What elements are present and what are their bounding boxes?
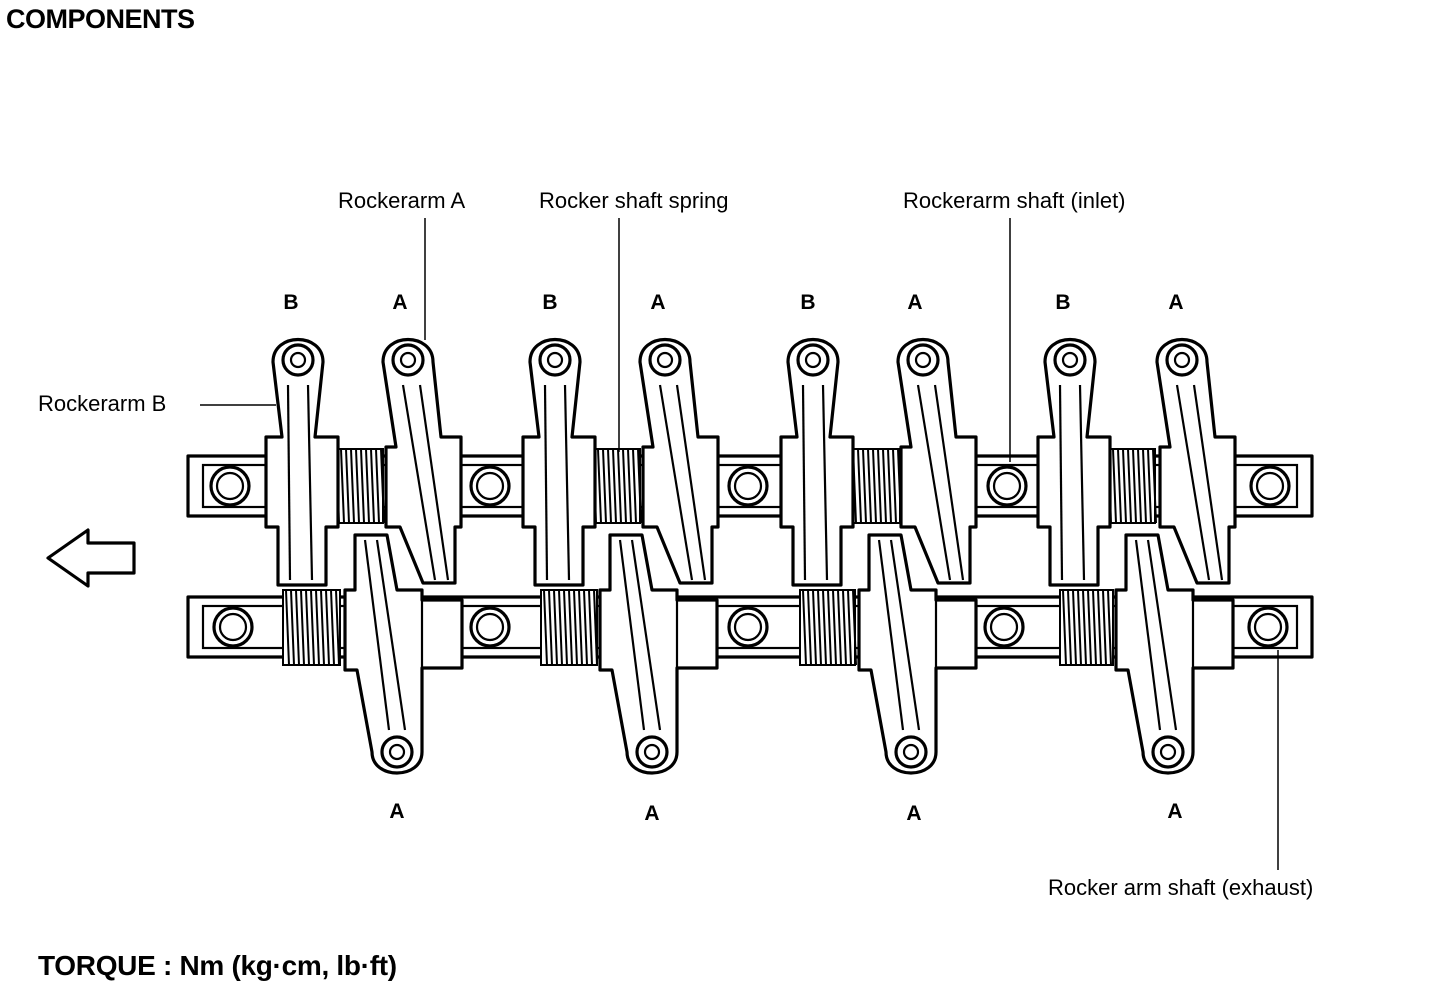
rocker-shaft-spring bbox=[1104, 448, 1157, 524]
top-arm-letter: B bbox=[283, 291, 299, 314]
top-arm-letter: A bbox=[650, 291, 666, 314]
rockerarm-b bbox=[521, 338, 597, 587]
front-direction-arrow-icon bbox=[46, 528, 136, 588]
page-title: COMPONENTS bbox=[6, 4, 195, 34]
rockerarm-a bbox=[896, 338, 978, 585]
rockerarm-b bbox=[779, 338, 855, 587]
shaft-bolt bbox=[727, 606, 769, 648]
rockerarm-a bbox=[1114, 533, 1235, 775]
rockerarm-a bbox=[381, 338, 463, 585]
rocker-shaft-spring bbox=[282, 589, 341, 666]
bottom-arm-letter: A bbox=[906, 802, 922, 825]
bottom-arm-letter: A bbox=[389, 800, 405, 823]
rockerarm-a bbox=[343, 533, 464, 775]
bottom-arm-letter: A bbox=[1167, 800, 1183, 823]
rocker-shaft-spring bbox=[799, 589, 857, 666]
rockerarm-b bbox=[264, 338, 340, 587]
rockerarm-a bbox=[598, 533, 719, 775]
shaft-bolt bbox=[469, 465, 511, 507]
top-arm-letter: B bbox=[800, 291, 816, 314]
top-arm-letter: B bbox=[542, 291, 558, 314]
shaft-bolt bbox=[1247, 606, 1289, 648]
shaft-bolt bbox=[986, 465, 1028, 507]
callout-rocker-arm-shaft-exhaust: Rocker arm shaft (exhaust) bbox=[1048, 875, 1314, 900]
torque-units-note: TORQUE : Nm (kg·cm, lb·ft) bbox=[38, 950, 397, 981]
rockerarm-a bbox=[638, 338, 720, 585]
shaft-bolt bbox=[1249, 465, 1291, 507]
shaft-bolt bbox=[727, 465, 769, 507]
shaft-bolt bbox=[983, 606, 1025, 648]
callout-rocker-shaft-spring: Rocker shaft spring bbox=[539, 188, 729, 213]
rockerarm-b bbox=[1036, 338, 1112, 587]
top-arm-letter: A bbox=[392, 291, 408, 314]
callout-rockerarm-a: Rockerarm A bbox=[338, 188, 466, 213]
shaft-bolt bbox=[209, 465, 251, 507]
rockerarm-a bbox=[857, 533, 978, 775]
shaft-bolt bbox=[469, 606, 511, 648]
shaft-bolt bbox=[212, 606, 254, 648]
rocker-shaft-spring bbox=[849, 448, 902, 524]
rocker-shaft-spring bbox=[589, 448, 642, 524]
callout-rockerarm-shaft-inlet: Rockerarm shaft (inlet) bbox=[903, 188, 1126, 213]
rocker-shaft-spring bbox=[540, 589, 598, 666]
top-arm-letter: A bbox=[1168, 291, 1184, 314]
top-arm-letter: A bbox=[907, 291, 923, 314]
rockerarm-a bbox=[1155, 338, 1237, 585]
bottom-arm-letter: A bbox=[644, 802, 660, 825]
rocker-shaft-spring bbox=[332, 448, 385, 524]
rocker-shaft-spring bbox=[1059, 589, 1114, 666]
callout-rockerarm-b: Rockerarm B bbox=[38, 391, 167, 416]
top-arm-letter: B bbox=[1055, 291, 1071, 314]
